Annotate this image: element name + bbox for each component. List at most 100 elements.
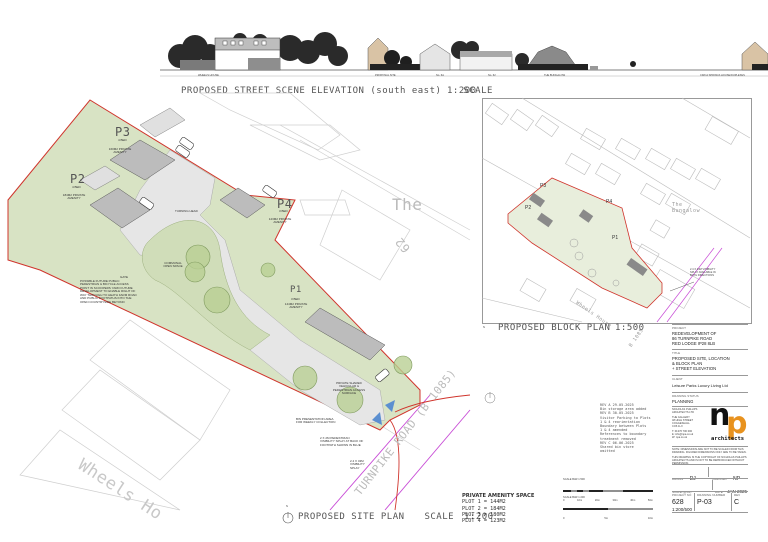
- future-access-label: POSSIBLE FUTURE PUBLIC PEDESTRIAN & BICY…: [80, 279, 137, 304]
- pedestrian-splay-label: 2 X 2M PEDESTRIAN VISIBILITY SPLAY AT BA…: [320, 436, 364, 447]
- amenity-table-title: PRIVATE AMENITY SPACE: [462, 493, 535, 499]
- block-plan-north-label: N: [483, 326, 485, 329]
- status-value: PLANNING: [672, 399, 694, 404]
- project-value: REDEVELOPMENT OF 86 TURNPIKE ROAD RED LO…: [672, 331, 717, 346]
- the-street-label: The: [392, 195, 423, 214]
- project-no-label: PROJECT NO: [672, 493, 692, 497]
- bin-presentation-label: BIN PRESENTATION AREA FOR WEEKLY COLLECT…: [296, 417, 336, 425]
- street-elevation-scale: 1:200: [447, 86, 477, 96]
- client-value: Leisure Parks Luxury Living Ltd: [672, 383, 728, 388]
- rev-cell: REV C: [734, 493, 740, 506]
- revision-line: References to boundary: [600, 432, 647, 437]
- revision-line: REV A 29.05.2025: [600, 403, 634, 407]
- label-no-62: No. 62: [488, 74, 496, 77]
- firm-contact: T: 01376 700 000 E: info@npa.co.uk W: np…: [672, 430, 694, 439]
- revision-notes: REV A 29.05.2025 Bin storage area added …: [600, 403, 652, 453]
- checked-cell: CHECKED NP: [712, 467, 740, 485]
- street-elevation-title: PROPOSED STREET SCENE ELEVATION (south e…: [181, 86, 493, 96]
- site-plan-title: PROPOSED SITE PLAN SCALE 1:200: [298, 512, 494, 522]
- status-label: DRAWING STATUS: [672, 394, 699, 398]
- firm-name: NICHOLAS PHILLIPS ARCHITECTS LTD: [672, 408, 698, 414]
- plot-beds-p2: 4 BED: [72, 185, 81, 189]
- amenity-table: PRIVATE AMENITY SPACE PLOT 1 = 144M2 PLO…: [462, 493, 534, 524]
- plot-amenity-p2: 184M2 PRIVATE AMENITY: [62, 193, 86, 201]
- site-plan-title-text: PROPOSED SITE PLAN: [298, 512, 405, 522]
- tick: 40m: [630, 499, 636, 502]
- tick: 30m: [612, 499, 618, 502]
- tick: 10m: [577, 499, 583, 502]
- site-plan-scale-label: SCALE: [424, 512, 455, 522]
- np-architects-logo: n p architects: [709, 398, 747, 444]
- tick: 5m: [604, 517, 608, 520]
- block-splay-note: 2.4 X 43M VISIBILITY SPLAY AVAILABLE IN …: [690, 268, 716, 277]
- checked-value: NP: [733, 476, 741, 482]
- the-bungalow-label: The Bungalow: [672, 202, 701, 214]
- gate-label: GATE: [120, 275, 128, 279]
- scale-bar-200: SCALE BAR 1:200 0 5m 10m: [563, 496, 653, 520]
- project-label: PROJECT: [672, 326, 687, 330]
- block-plan-north-icon: [484, 392, 496, 404]
- amenity-row: PLOT 2 = 184M2: [462, 505, 506, 512]
- drawn-label: DRAWN: [672, 477, 684, 481]
- plot-label-p1: P1: [290, 285, 302, 295]
- notes-dimensions: NOTE: DIMENSIONS ARE NOT TO BE SCALED FR…: [672, 448, 747, 454]
- plot-label-p3: P3: [115, 125, 131, 139]
- plot-beds-p3: 4 BED: [118, 138, 127, 142]
- firm-address: THE GALLERY 48 HIGH STREET COGGESHALL CO…: [672, 416, 694, 428]
- block-plot-p1: P1: [612, 235, 619, 241]
- revision-line: 1 & 4 amended: [600, 428, 628, 433]
- scale-bar-ticks: 0 5m 10m: [563, 517, 653, 520]
- logo-n: n: [709, 398, 731, 433]
- project-no-cell: PROJECT NO 628: [672, 493, 695, 511]
- revision-line: treatment removed: [600, 436, 636, 441]
- revision-line: Shared bin store: [600, 445, 634, 450]
- drawn-cell: DRAWN DJ: [672, 467, 709, 482]
- scale-bar-ticks: 0 10m 20m 30m 40m 50m: [563, 499, 653, 502]
- label-wheels-house: WHEELS HOUSE: [198, 74, 219, 77]
- turning-head-label: TURNING HEAD: [175, 209, 198, 213]
- street-elevation: WHEELS HOUSE PROPOSAL SITE No. 6A No. 62…: [160, 18, 768, 98]
- revision-line: REV C 06.06.2025: [600, 440, 634, 445]
- title-label: TITLE: [672, 351, 681, 355]
- scale-bar-caption: SCALE BAR 1:500: [563, 478, 585, 481]
- label-proposal-site: PROPOSAL SITE: [375, 74, 396, 77]
- private-access-label: PRIVATE SHARED VEHICULAR & PEDESTRIAN AC…: [332, 381, 366, 396]
- plot-beds-p4: 3 BED: [279, 209, 288, 213]
- logo-word: architects: [711, 436, 745, 442]
- project-no-value: 628: [672, 499, 684, 506]
- plot-label-p2: P2: [70, 172, 86, 186]
- amenity-row: PLOT 4 = 123M2: [462, 518, 506, 525]
- amenity-row: PLOT 3 = 180M2: [462, 511, 506, 518]
- plot-amenity-p3: 160M2 PRIVATE AMENITY: [108, 147, 132, 155]
- scale-bar-graphic: [563, 508, 653, 510]
- plot-beds-p1: 3 BED: [291, 297, 300, 301]
- visibility-splay-label: 2.4 X 43M VISIBILITY SPLAY: [350, 459, 365, 470]
- rev-value: C: [734, 499, 740, 506]
- drawing-no-label: DRAWING NUMBER: [697, 493, 726, 497]
- revision-line: Visitor Parking to Plots: [600, 415, 651, 420]
- block-plan-drawing: [481, 97, 751, 323]
- street-elevation-title-text: PROPOSED STREET SCENE ELEVATION (south e…: [181, 86, 442, 96]
- plot-amenity-p1: 144M2 PRIVATE AMENITY: [284, 302, 308, 310]
- tick: 50m: [647, 499, 653, 502]
- plot-label-p4: P4: [277, 197, 293, 211]
- revision-line: Boundary between Plots: [600, 424, 647, 429]
- street-elevation-scale-label: SCALE: [463, 86, 493, 96]
- client-label: CLIENT: [672, 377, 683, 381]
- tick: 20m: [594, 499, 600, 502]
- checked-label: CHECKED: [712, 477, 727, 481]
- revision-line: Bin storage area added: [600, 407, 647, 412]
- drawn-value: DJ: [689, 476, 696, 482]
- drawing-no-cell: DRAWING NUMBER P-03: [697, 493, 732, 511]
- date-label: DATE: [715, 490, 723, 494]
- scale-label: SCALE (@A1): [672, 490, 692, 494]
- scale-bar-caption: SCALE BAR 1:200: [563, 496, 585, 499]
- site-plan-drawing: [7, 92, 471, 524]
- scale-cell: SCALE (@A1) 1:200/500: [672, 480, 713, 512]
- drawing-no-value: P-03: [697, 499, 712, 506]
- rev-label: REV: [734, 493, 741, 497]
- label-the-bungalow: THE BUNGALOW: [544, 74, 566, 77]
- plot-amenity-p4: 123M2 PRIVATE AMENITY: [268, 217, 292, 225]
- revision-line: omitted: [600, 449, 615, 454]
- street-elevation-drawing: [160, 32, 768, 77]
